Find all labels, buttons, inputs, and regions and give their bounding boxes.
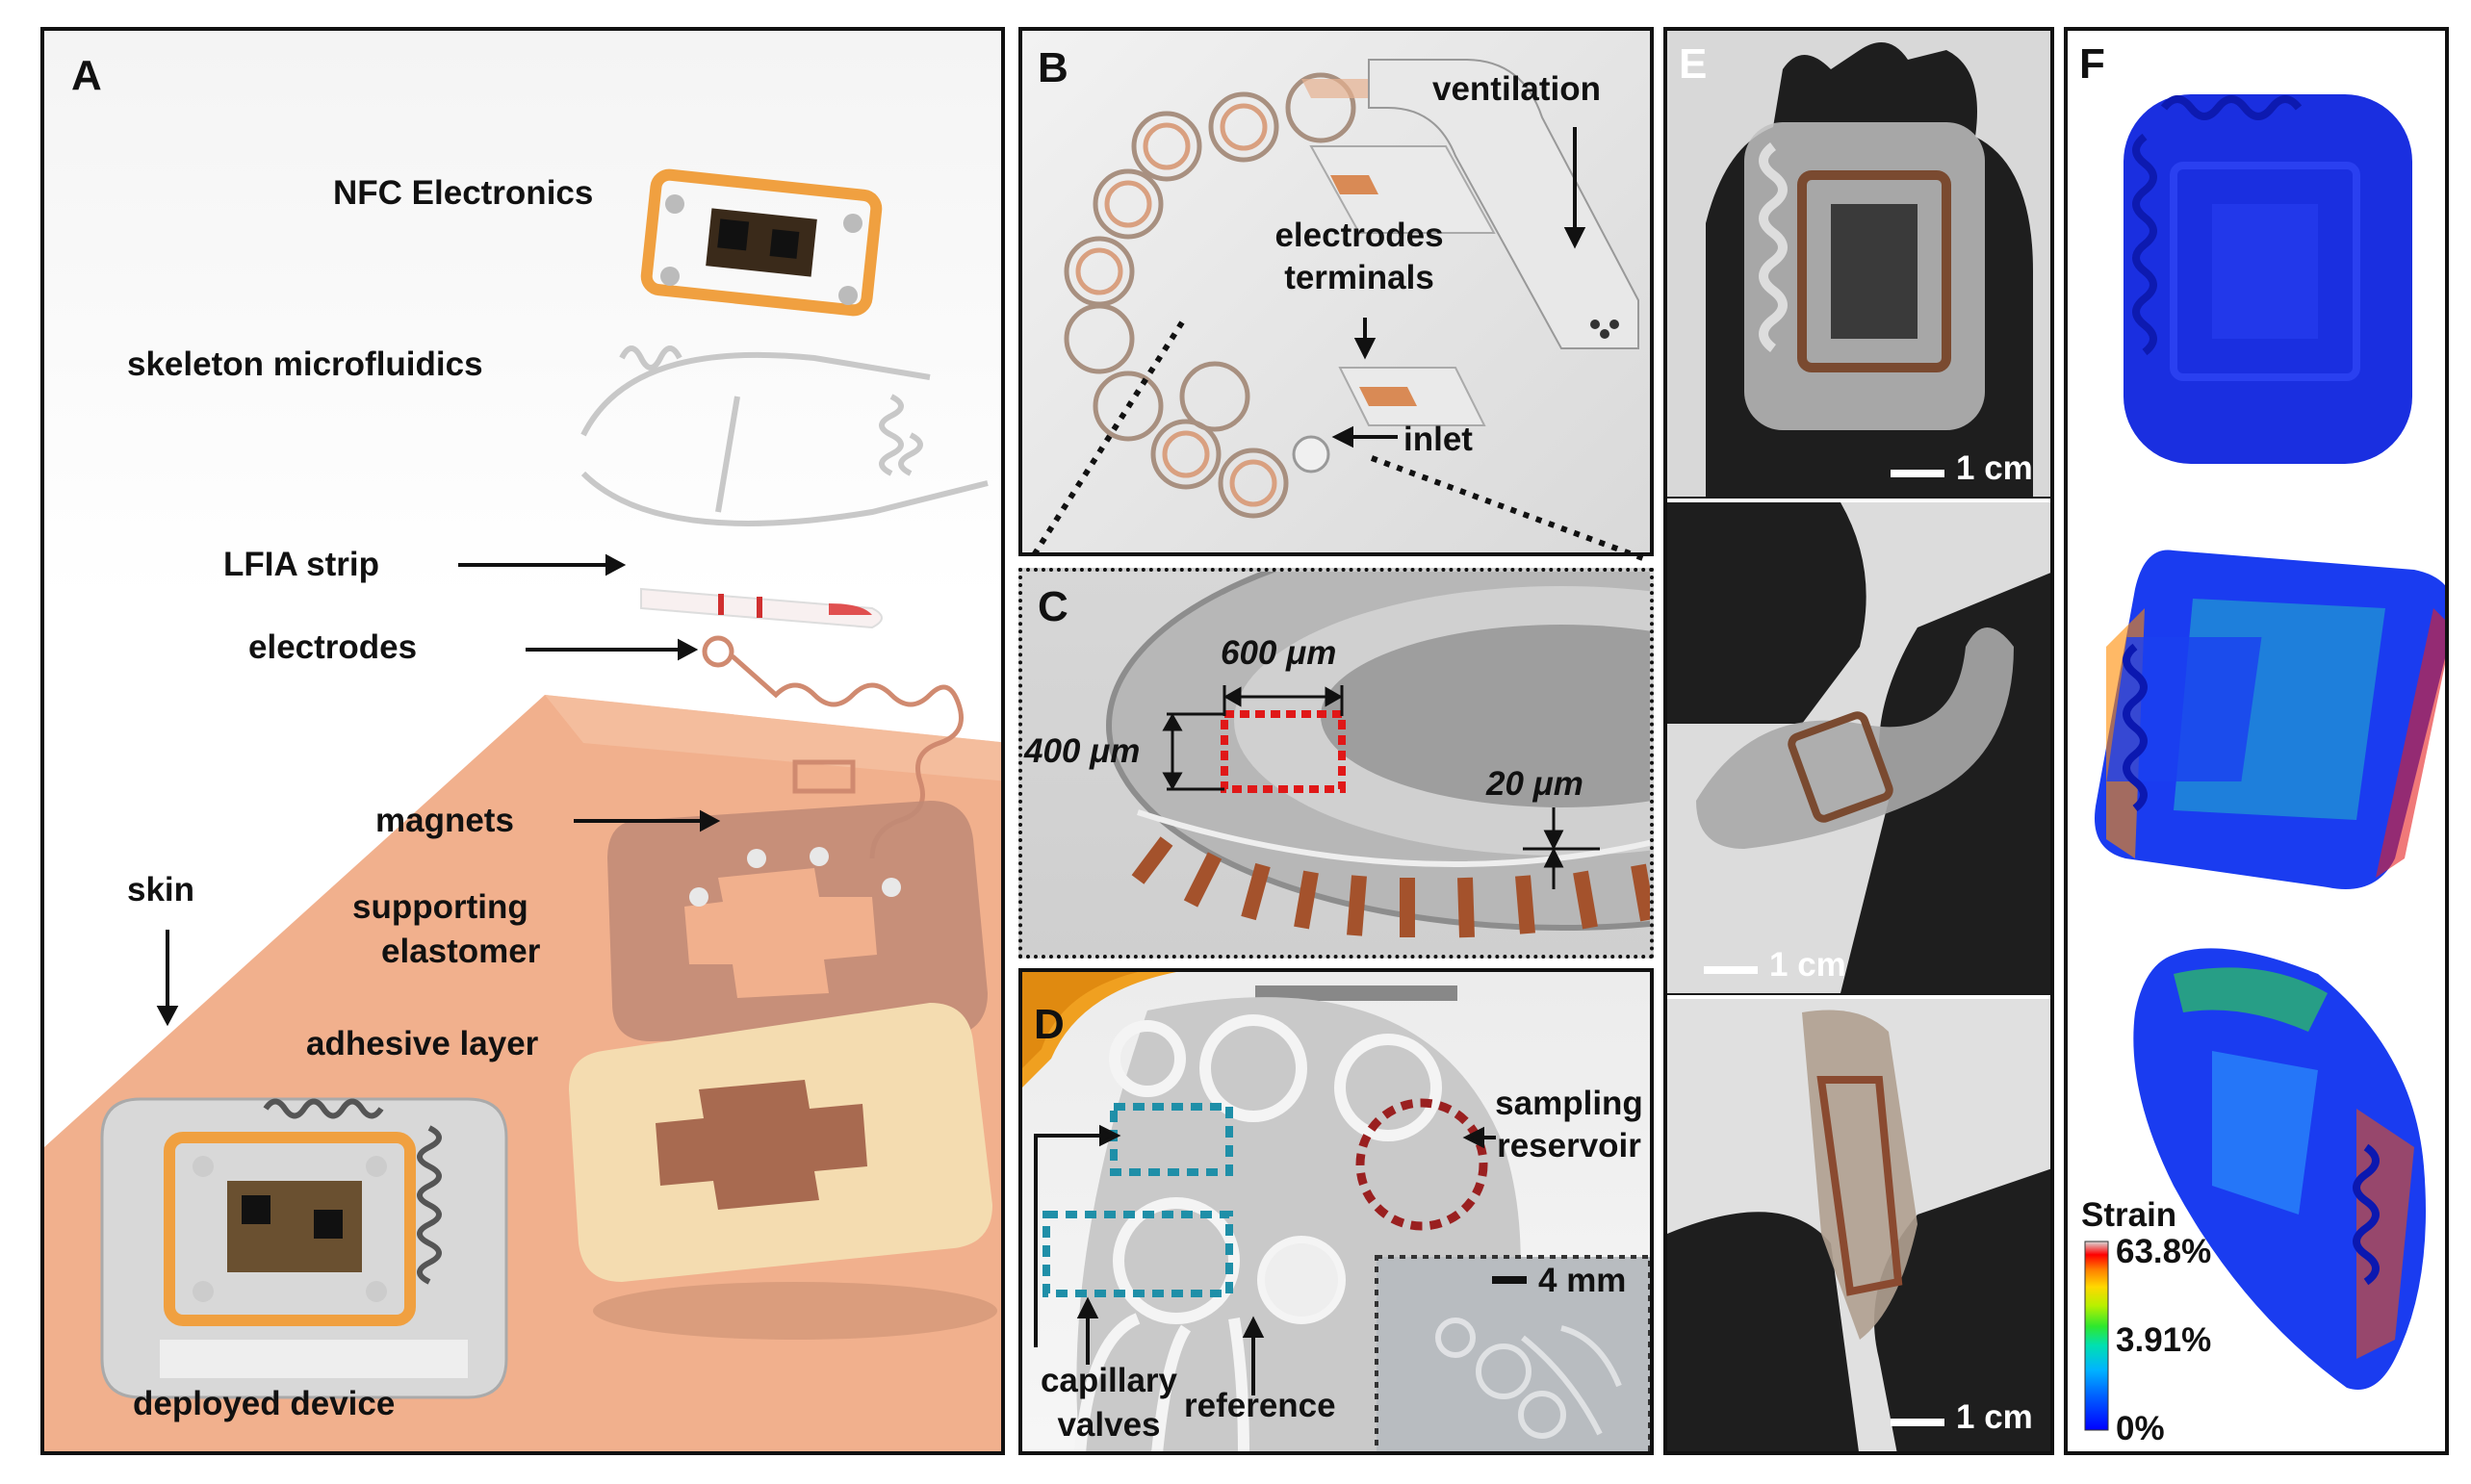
- label-deployed-device: deployed device: [133, 1385, 396, 1422]
- label-valves: valves: [1057, 1406, 1161, 1444]
- panel-a-illustration: [44, 168, 1001, 1451]
- label-electrodes-b: electrodes: [1274, 217, 1444, 254]
- panel-c-illustration: [1106, 572, 1650, 938]
- magnet-3: [689, 887, 708, 907]
- electrodes-terminal-pad-top: [1309, 145, 1496, 234]
- panel-d-letter: D: [1034, 1001, 1065, 1048]
- label-skeleton-microfluidics: skeleton microfluidics: [127, 345, 483, 383]
- label-600um: 600 μm: [1221, 634, 1337, 672]
- label-electrodes: electrodes: [248, 628, 418, 666]
- adhesive-layer-illustration: [569, 1003, 997, 1340]
- strain-colorbar: [2084, 1241, 2109, 1431]
- panel-e: E 1 cm 1 cm 1 cm: [1663, 27, 2054, 1455]
- label-adhesive-layer: adhesive layer: [306, 1025, 539, 1062]
- label-magnets: magnets: [375, 802, 514, 839]
- label-reservoir: reservoir: [1497, 1127, 1641, 1164]
- strain-tick-mid: 3.91%: [2116, 1321, 2212, 1359]
- reference-chamber: [1265, 1243, 1338, 1317]
- inlet-port: [1292, 435, 1330, 473]
- scale-label-2: 1 cm: [1769, 946, 1846, 984]
- label-20um: 20 μm: [1486, 765, 1583, 803]
- label-400um: 400 μm: [1024, 732, 1141, 770]
- magnet-4: [882, 878, 901, 897]
- capillary-valve-box-2: [1042, 1211, 1233, 1297]
- panel-b-letter: B: [1038, 44, 1068, 91]
- panel-f-letter: F: [2079, 40, 2105, 88]
- strain-legend-title: Strain: [2081, 1196, 2177, 1234]
- glove-photo-3b: [1874, 1168, 2050, 1451]
- label-nfc-electronics: NFC Electronics: [333, 174, 594, 212]
- ventilation-channel: [1368, 59, 1639, 349]
- scale-bar-3: [1891, 1419, 1944, 1426]
- panel-d-arrows: [1034, 1124, 1496, 1395]
- panel-b: B ventilation electrodes terminals inlet: [1018, 27, 1654, 556]
- supporting-elastomer-illustration: [607, 801, 988, 1041]
- label-supporting: supporting: [352, 888, 528, 926]
- deployed-device-illustration: [100, 1097, 508, 1399]
- panel-e-letter: E: [1679, 40, 1708, 88]
- label-ventilation: ventilation: [1432, 70, 1602, 108]
- dimension-arrows: [1162, 685, 1600, 889]
- fem-unstrained: [2124, 94, 2412, 464]
- label-reference: reference: [1184, 1387, 1336, 1424]
- panel-f-fem-simulations: [2084, 94, 2445, 1431]
- panel-d-illustration: [1022, 972, 1650, 1451]
- panel-a-arrows: [156, 553, 721, 1027]
- panel-d: D sampling reservoir capillary valves re…: [1018, 968, 1654, 1455]
- fem-sheared: [2095, 550, 2445, 889]
- label-inlet: inlet: [1403, 421, 1473, 458]
- label-skin: skin: [127, 871, 195, 908]
- sampling-reservoir-circle: [1355, 1098, 1488, 1231]
- scale-label-1: 1 cm: [1956, 449, 2033, 487]
- glove-photo-3a: [1667, 1212, 1859, 1451]
- channel-highlight-box: [1221, 710, 1346, 793]
- nfc-electronics-illustration: [640, 168, 883, 317]
- panel-c-letter: C: [1038, 583, 1068, 630]
- label-capillary: capillary: [1040, 1362, 1178, 1399]
- strain-tick-min: 0%: [2116, 1410, 2165, 1447]
- panel-a-letter: A: [71, 52, 102, 99]
- label-sampling: sampling: [1495, 1085, 1643, 1122]
- lfia-strip-illustration: [640, 587, 883, 629]
- label-4mm: 4 mm: [1538, 1262, 1627, 1299]
- label-lfia-strip: LFIA strip: [223, 546, 380, 583]
- scale-bar-1: [1891, 470, 1944, 477]
- label-elastomer: elastomer: [381, 933, 541, 970]
- panel-a: A NFC Electronics skeleton microfluidics…: [40, 27, 1005, 1455]
- electrode-fingers: [1131, 836, 1650, 938]
- panel-f: F Strain 63.8% 3.91% 0%: [2064, 27, 2449, 1455]
- skeleton-microfluidics-illustration: [580, 345, 989, 526]
- panel-c: C 600 μm 400 μm 20 μm: [1018, 568, 1654, 959]
- microchannel-network: [1074, 1014, 1442, 1451]
- capillary-valve-box-1: [1110, 1103, 1233, 1176]
- scale-bar-2: [1704, 966, 1758, 974]
- scale-label-3: 1 cm: [1956, 1398, 2033, 1436]
- magnet-2: [810, 847, 829, 866]
- magnet-1: [747, 849, 766, 868]
- strain-tick-max: 63.8%: [2116, 1233, 2212, 1270]
- panel-e-photos: [1667, 31, 2050, 1451]
- label-terminals: terminals: [1284, 259, 1434, 296]
- fem-twisted: [2133, 948, 2426, 1390]
- glove-photo-2a: [1667, 502, 1866, 724]
